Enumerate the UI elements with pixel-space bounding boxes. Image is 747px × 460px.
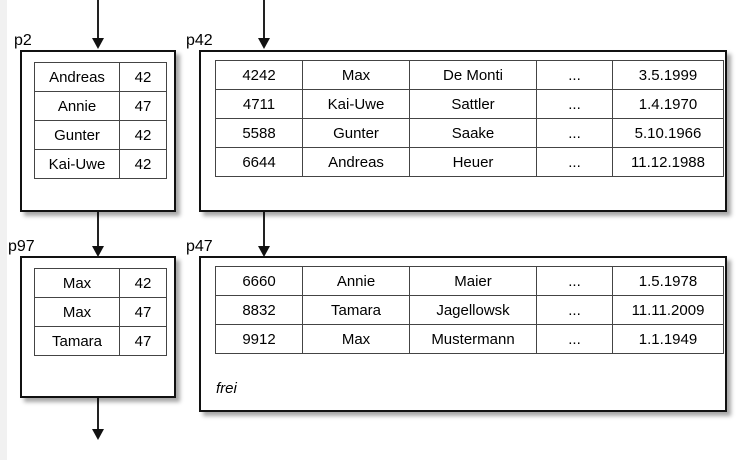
- left-edge-band: [0, 0, 7, 460]
- arrow-into-p42: [258, 0, 270, 50]
- cell-hash: 42: [119, 62, 167, 92]
- table-row[interactable]: 6644 Andreas Heuer ... 11.12.1988: [215, 147, 724, 177]
- cell-hash: 42: [119, 149, 167, 179]
- arrow-out-of-p97: [92, 398, 104, 444]
- cell-name: Tamara: [34, 326, 120, 356]
- cell-hash: 47: [119, 326, 167, 356]
- cell-name: Annie: [34, 91, 120, 121]
- cell-hash: 42: [119, 268, 167, 298]
- cell-hash: 47: [119, 297, 167, 327]
- cell-firstname: Tamara: [302, 295, 410, 325]
- table-row[interactable]: Max 42: [34, 268, 167, 298]
- cell-more: ...: [536, 324, 613, 354]
- arrow-p2-to-p97: [92, 212, 104, 258]
- cell-lastname: Jagellowsk: [409, 295, 537, 325]
- cell-hash: 42: [119, 120, 167, 150]
- cell-lastname: De Monti: [409, 60, 537, 90]
- cell-more: ...: [536, 60, 613, 90]
- cell-lastname: Heuer: [409, 147, 537, 177]
- cell-more: ...: [536, 295, 613, 325]
- cell-firstname: Andreas: [302, 147, 410, 177]
- table-row[interactable]: Andreas 42: [34, 62, 167, 92]
- cell-id: 4242: [215, 60, 303, 90]
- cell-name: Max: [34, 268, 120, 298]
- table-p42: 4242 Max De Monti ... 3.5.1999 4711 Kai-…: [215, 60, 724, 177]
- table-row[interactable]: 5588 Gunter Saake ... 5.10.1966: [215, 118, 724, 148]
- cell-date: 11.11.2009: [612, 295, 724, 325]
- cell-name: Kai-Uwe: [34, 149, 120, 179]
- arrow-p42-to-p47: [258, 212, 270, 258]
- page-label-p2: p2: [14, 32, 32, 49]
- arrow-into-p2: [92, 0, 104, 50]
- cell-lastname: Saake: [409, 118, 537, 148]
- cell-firstname: Annie: [302, 266, 410, 296]
- table-row[interactable]: Annie 47: [34, 91, 167, 121]
- cell-date: 1.1.1949: [612, 324, 724, 354]
- cell-more: ...: [536, 118, 613, 148]
- cell-id: 9912: [215, 324, 303, 354]
- table-p97: Max 42 Max 47 Tamara 47: [34, 268, 167, 356]
- cell-firstname: Gunter: [302, 118, 410, 148]
- cell-name: Gunter: [34, 120, 120, 150]
- cell-id: 6644: [215, 147, 303, 177]
- cell-more: ...: [536, 147, 613, 177]
- cell-date: 11.12.1988: [612, 147, 724, 177]
- free-space-label-p47: frei: [216, 380, 237, 397]
- cell-id: 4711: [215, 89, 303, 119]
- table-row[interactable]: 4242 Max De Monti ... 3.5.1999: [215, 60, 724, 90]
- page-label-p42: p42: [186, 32, 213, 49]
- cell-more: ...: [536, 266, 613, 296]
- cell-firstname: Max: [302, 60, 410, 90]
- table-row[interactable]: 6660 Annie Maier ... 1.5.1978: [215, 266, 724, 296]
- cell-date: 1.5.1978: [612, 266, 724, 296]
- cell-date: 3.5.1999: [612, 60, 724, 90]
- page-label-p47: p47: [186, 238, 213, 255]
- cell-date: 1.4.1970: [612, 89, 724, 119]
- page-label-p97: p97: [8, 238, 35, 255]
- table-row[interactable]: Kai-Uwe 42: [34, 149, 167, 179]
- table-p47: 6660 Annie Maier ... 1.5.1978 8832 Tamar…: [215, 266, 724, 354]
- cell-id: 5588: [215, 118, 303, 148]
- table-p2: Andreas 42 Annie 47 Gunter 42 Kai-Uwe 42: [34, 62, 167, 179]
- cell-lastname: Mustermann: [409, 324, 537, 354]
- table-row[interactable]: Max 47: [34, 297, 167, 327]
- cell-name: Andreas: [34, 62, 120, 92]
- cell-hash: 47: [119, 91, 167, 121]
- cell-id: 6660: [215, 266, 303, 296]
- cell-lastname: Sattler: [409, 89, 537, 119]
- cell-id: 8832: [215, 295, 303, 325]
- cell-name: Max: [34, 297, 120, 327]
- table-row[interactable]: 4711 Kai-Uwe Sattler ... 1.4.1970: [215, 89, 724, 119]
- table-row[interactable]: 9912 Max Mustermann ... 1.1.1949: [215, 324, 724, 354]
- cell-date: 5.10.1966: [612, 118, 724, 148]
- cell-firstname: Max: [302, 324, 410, 354]
- table-row[interactable]: Gunter 42: [34, 120, 167, 150]
- table-row[interactable]: 8832 Tamara Jagellowsk ... 11.11.2009: [215, 295, 724, 325]
- cell-firstname: Kai-Uwe: [302, 89, 410, 119]
- cell-more: ...: [536, 89, 613, 119]
- table-row[interactable]: Tamara 47: [34, 326, 167, 356]
- cell-lastname: Maier: [409, 266, 537, 296]
